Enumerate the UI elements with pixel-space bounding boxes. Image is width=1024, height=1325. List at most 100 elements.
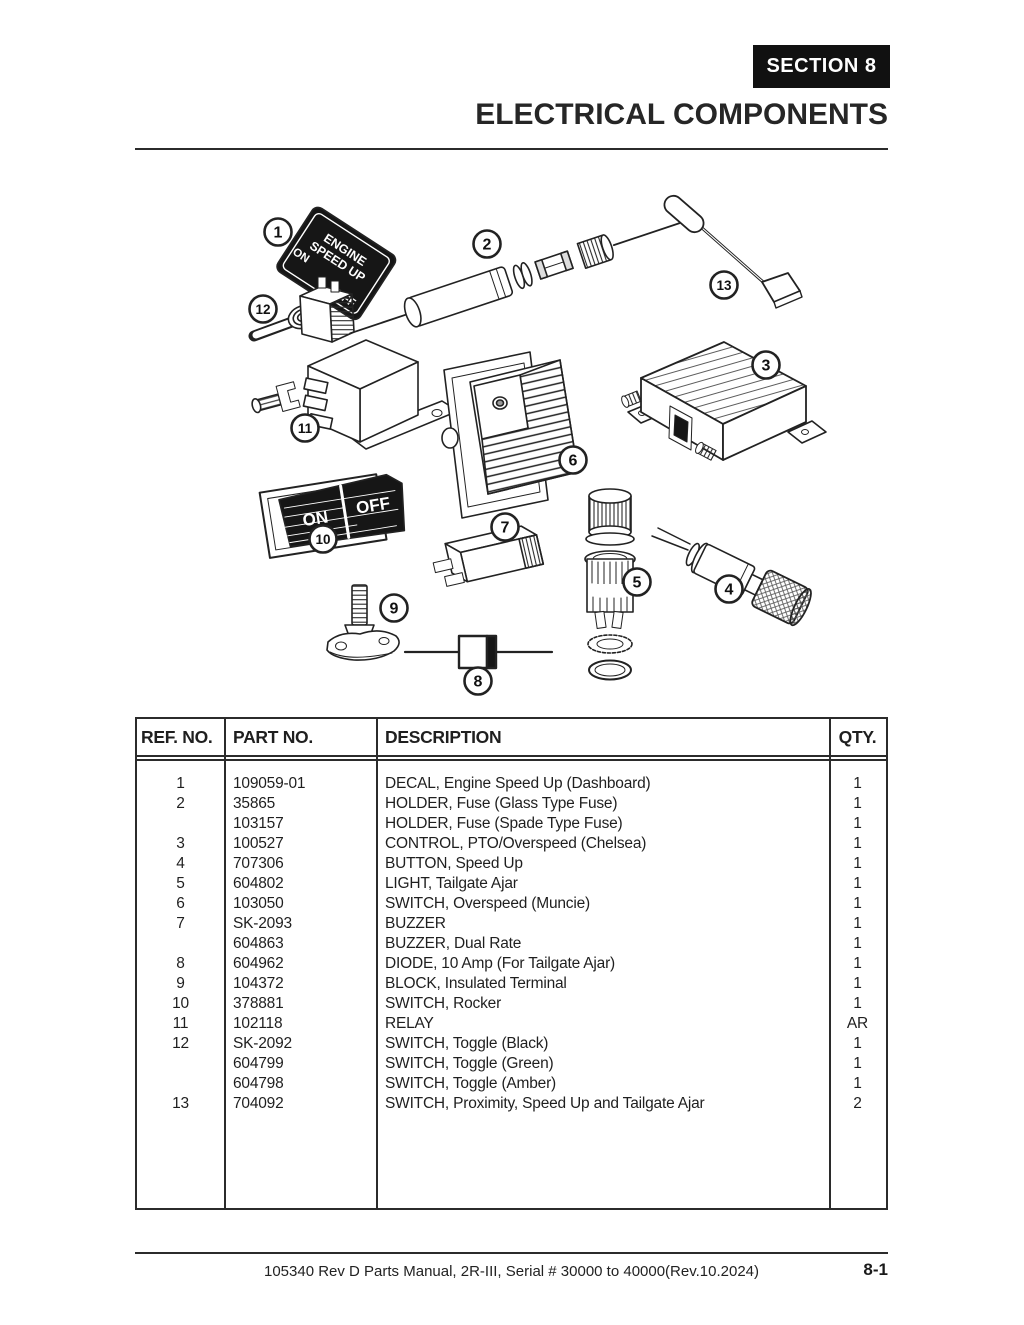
description-cell: HOLDER, Fuse (Glass Type Fuse)	[385, 795, 618, 812]
section-badge: SECTION 8	[753, 45, 890, 88]
ref-no-cell: 3	[176, 835, 185, 852]
description-cell: BUZZER, Dual Rate	[385, 935, 522, 952]
part-no-cell: 103050	[233, 895, 284, 912]
ref-no-cell: 6	[176, 895, 185, 912]
part-no-cell: 103157	[233, 815, 284, 832]
description-cell: DECAL, Engine Speed Up (Dashboard)	[385, 775, 651, 792]
part-no-cell: 707306	[233, 855, 284, 872]
qty-cell: 1	[853, 855, 862, 872]
part-no-cell: 378881	[233, 995, 284, 1012]
callout-8: 8	[463, 666, 493, 696]
part-no-cell: SK-2092	[233, 1035, 292, 1052]
ref-no-cell: 1	[176, 775, 185, 792]
part-terminal-block	[326, 584, 400, 661]
page-number: 8-1	[863, 1260, 888, 1279]
part-no-cell: 604799	[233, 1055, 284, 1072]
callout-7: 7	[490, 512, 520, 542]
ref-no-cell	[137, 814, 224, 834]
svg-text:10: 10	[315, 532, 330, 547]
qty-cell: 1	[853, 915, 862, 932]
part-no-cell: 604863	[233, 935, 284, 952]
qty-cell: 1	[853, 1075, 862, 1092]
table-row: 604799 SWITCH, Toggle (Green) 1	[137, 1054, 886, 1074]
part-fuse-holder	[349, 222, 681, 335]
svg-text:12: 12	[255, 302, 270, 317]
table-row: 12 SK-2092 SWITCH, Toggle (Black) 1	[137, 1034, 886, 1054]
ref-no-cell	[137, 934, 224, 954]
callout-11: 11	[290, 413, 320, 443]
description-cell: SWITCH, Toggle (Green)	[385, 1055, 554, 1072]
svg-text:3: 3	[762, 358, 771, 375]
qty-cell: 1	[853, 1035, 862, 1052]
ref-no-cell: 5	[176, 875, 185, 892]
qty-cell: 1	[853, 815, 862, 832]
description-cell: CONTROL, PTO/Overspeed (Chelsea)	[385, 835, 647, 852]
callout-5: 5	[622, 567, 652, 597]
part-no-cell: 604798	[233, 1075, 284, 1092]
part-rocker-switch: ON OFF	[258, 473, 406, 559]
callout-9: 9	[379, 593, 409, 623]
ref-no-cell: 9	[176, 975, 185, 992]
part-no-cell: 109059-01	[233, 775, 306, 792]
ref-no-cell: 7	[176, 915, 185, 932]
description-cell: RELAY	[385, 1015, 434, 1032]
description-cell: HOLDER, Fuse (Spade Type Fuse)	[385, 815, 623, 832]
table-row: 11 102118 RELAY AR	[137, 1014, 886, 1034]
table-row: 9 104372 BLOCK, Insulated Terminal 1	[137, 974, 886, 994]
qty-cell: 1	[853, 795, 862, 812]
ref-no-cell: 4	[176, 855, 185, 872]
ref-no-cell	[137, 1054, 224, 1074]
description-cell: SWITCH, Toggle (Amber)	[385, 1075, 557, 1092]
description-cell: SWITCH, Overspeed (Muncie)	[385, 895, 590, 912]
description-cell: BUZZER	[385, 915, 446, 932]
ref-no-cell: 11	[172, 1015, 189, 1032]
callout-10: 10	[308, 524, 338, 554]
callout-1: 1	[263, 217, 293, 247]
callout-4: 4	[714, 574, 744, 604]
ref-no-cell: 8	[176, 955, 185, 972]
qty-cell: AR	[846, 1015, 869, 1032]
ref-no-cell: 12	[172, 1035, 189, 1052]
ref-no-cell: 10	[172, 995, 189, 1012]
part-no-cell: 604962	[233, 955, 284, 972]
table-row: 8 604962 DIODE, 10 Amp (For Tailgate Ajar)…	[137, 954, 886, 974]
section-badge-label: SECTION 8	[766, 55, 877, 77]
footer-rule	[135, 1252, 888, 1254]
part-no-cell: 104372	[233, 975, 284, 992]
description-cell: LIGHT, Tailgate Ajar	[385, 875, 518, 892]
footer-text: 105340 Rev D Parts Manual, 2R-III, Seria…	[263, 1263, 759, 1280]
header-part-no: PART NO.	[233, 726, 313, 747]
qty-cell: 1	[853, 935, 862, 952]
qty-cell: 1	[853, 835, 862, 852]
svg-text:7: 7	[501, 520, 510, 537]
svg-text:1: 1	[274, 225, 283, 242]
qty-cell: 1	[853, 875, 862, 892]
svg-text:5: 5	[633, 575, 642, 592]
part-pto-control	[621, 341, 827, 461]
title-rule	[135, 148, 888, 150]
ref-no-cell	[137, 1074, 224, 1094]
description-cell: BLOCK, Insulated Terminal	[385, 975, 567, 992]
description-cell: SWITCH, Proximity, Speed Up and Tailgate…	[385, 1095, 705, 1112]
table-header-row: REF. NO. PART NO. DESCRIPTION QTY.	[137, 719, 886, 757]
table-column-divider	[829, 719, 831, 1208]
table-column-divider	[376, 719, 378, 1208]
qty-cell: 1	[853, 975, 862, 992]
qty-cell: 1	[853, 775, 862, 792]
part-overspeed-switch	[441, 351, 579, 519]
qty-cell: 1	[853, 1055, 862, 1072]
part-no-cell: 102118	[233, 1015, 283, 1032]
svg-text:8: 8	[474, 674, 483, 691]
part-buzzer	[432, 525, 545, 587]
description-cell: SWITCH, Toggle (Black)	[385, 1035, 549, 1052]
description-cell: DIODE, 10 Amp (For Tailgate Ajar)	[385, 955, 616, 972]
callout-3: 3	[751, 350, 781, 380]
